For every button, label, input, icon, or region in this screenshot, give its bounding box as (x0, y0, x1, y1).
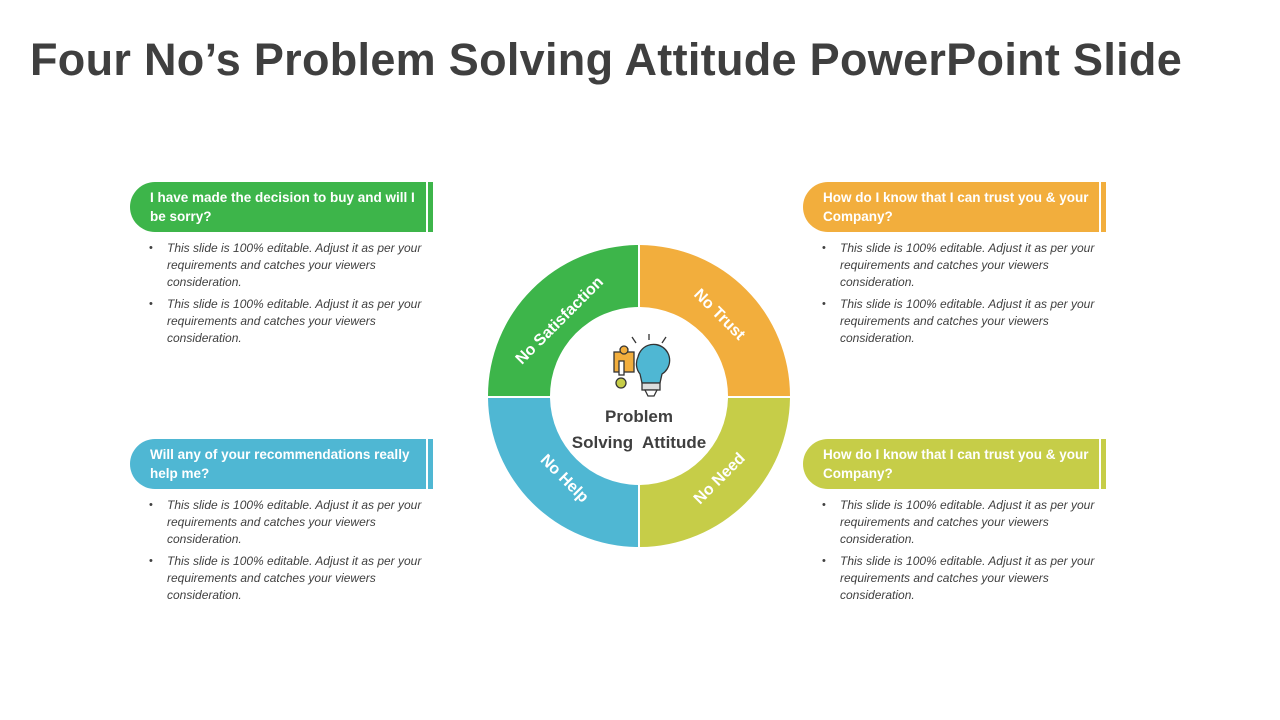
card-no-satisfaction: I have made the decision to buy and will… (130, 182, 440, 352)
card-heading: I have made the decision to buy and will… (130, 182, 426, 232)
bullet: This slide is 100% editable. Adjust it a… (822, 296, 1110, 347)
bullet: This slide is 100% editable. Adjust it a… (822, 240, 1110, 291)
center-title: Problem (605, 407, 673, 426)
bullet: This slide is 100% editable. Adjust it a… (149, 296, 437, 347)
bullet: This slide is 100% editable. Adjust it a… (149, 240, 437, 291)
segment-no-help (488, 398, 638, 547)
card-no-trust: How do I know that I can trust you & you… (803, 182, 1113, 352)
bullet: This slide is 100% editable. Adjust it a… (149, 497, 437, 548)
card-heading: How do I know that I can trust you & you… (803, 439, 1099, 489)
bullet: This slide is 100% editable. Adjust it a… (822, 553, 1110, 604)
card-heading: Will any of your recommendations really … (130, 439, 426, 489)
accent-bar (428, 439, 433, 489)
accent-bar (428, 182, 433, 232)
bullet: This slide is 100% editable. Adjust it a… (822, 497, 1110, 548)
card-heading: How do I know that I can trust you & you… (803, 182, 1099, 232)
accent-bar (1101, 439, 1106, 489)
segment-no-need (640, 398, 790, 547)
bullet: This slide is 100% editable. Adjust it a… (149, 553, 437, 604)
attitude-ring: No Satisfaction No Trust No Need No Help… (488, 245, 790, 547)
puzzle-lightbulb-icon (613, 334, 671, 397)
segment-no-satisfaction (488, 245, 638, 396)
segment-no-trust (640, 245, 790, 396)
card-no-need: How do I know that I can trust you & you… (803, 439, 1113, 609)
card-no-help: Will any of your recommendations really … (130, 439, 440, 609)
slide-title: Four No’s Problem Solving Attitude Power… (30, 34, 1183, 85)
center-title: Solving Attitude (572, 433, 706, 452)
accent-bar (1101, 182, 1106, 232)
